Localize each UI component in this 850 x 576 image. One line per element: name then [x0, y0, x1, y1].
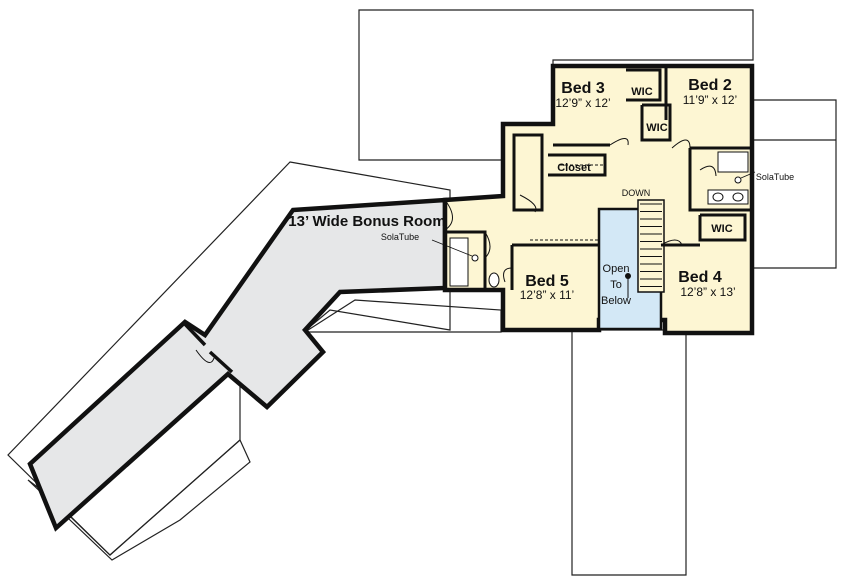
bed3-dims: 12’9” x 12’ [555, 96, 610, 110]
bonus-wall-b [238, 382, 270, 410]
door-swings [444, 138, 717, 283]
closet-label: Closet [557, 162, 591, 174]
tub-right [717, 151, 749, 173]
stair-run [637, 199, 665, 293]
bonus-room-floor [27, 197, 448, 532]
bed4-dims: 12’8” x 13’ [680, 285, 735, 299]
door-swing-bath-right [699, 165, 717, 177]
wall-hall-closet [512, 133, 544, 212]
interior-walls [445, 66, 752, 290]
roof-outline-right [752, 99, 837, 269]
door-swing-bath-left [484, 231, 491, 259]
wall-wic-bed4 [698, 213, 747, 242]
bonus-wall-c [208, 350, 234, 374]
bonus-door-swing [195, 349, 215, 363]
main-floor [442, 63, 755, 336]
roof-outline-bottom [571, 329, 687, 576]
bath-fixtures-left [449, 237, 500, 288]
bed2-dims: 11’9” x 12’ [683, 93, 737, 107]
toilet-left [488, 272, 500, 288]
door-swing-bed3 [609, 138, 629, 146]
bonus-wall-a [181, 320, 207, 347]
solatube-right-label: SolaTube [756, 172, 794, 182]
roof-outline-top [358, 9, 754, 161]
sink-right-a [712, 192, 724, 202]
solatube-left-leader [431, 239, 473, 257]
bed4-label: Bed 4 [678, 269, 722, 286]
stair-tread-lines [640, 203, 662, 287]
solatube-left-icon [471, 254, 479, 262]
open-below-line2: To [610, 279, 622, 291]
open-below-line3: Below [601, 295, 631, 307]
door-swing-bed5 [503, 267, 513, 283]
roof-outline-porch [302, 299, 502, 333]
bed5-dims: 12’8” x 11’ [520, 288, 574, 302]
wic-bed3-label: WIC [631, 86, 652, 98]
door-swing-hall [519, 194, 537, 213]
door-swing-bed2 [671, 139, 691, 149]
bath-fixtures-right [707, 151, 749, 205]
wall-wic-bed3 [626, 68, 662, 102]
wall-closet [548, 153, 607, 177]
solatube-right-leader [740, 171, 756, 179]
bonus-room-label: 13’ Wide Bonus Room [288, 213, 445, 230]
wall-wic-bed2 [640, 103, 672, 142]
bed5-label: Bed 5 [525, 273, 569, 290]
wic-bed4-label: WIC [711, 223, 732, 235]
wic-bed2-label: WIC [646, 122, 667, 134]
shower-left [449, 237, 469, 287]
stair-treads [637, 199, 665, 293]
door-swing-bed4 [660, 239, 683, 246]
bonus-room-walls [181, 320, 270, 410]
bed2-label: Bed 2 [688, 77, 732, 94]
wall-bath-right [688, 148, 752, 212]
stair-down-label: DOWN [622, 188, 651, 198]
solatube-right-icon [734, 176, 742, 184]
bed3-label: Bed 3 [561, 80, 605, 97]
open-below-line1: Open [603, 263, 630, 275]
door-swing-bonus [444, 199, 453, 231]
solatube-left-label: SolaTube [381, 232, 419, 242]
sink-right-b [732, 192, 744, 202]
